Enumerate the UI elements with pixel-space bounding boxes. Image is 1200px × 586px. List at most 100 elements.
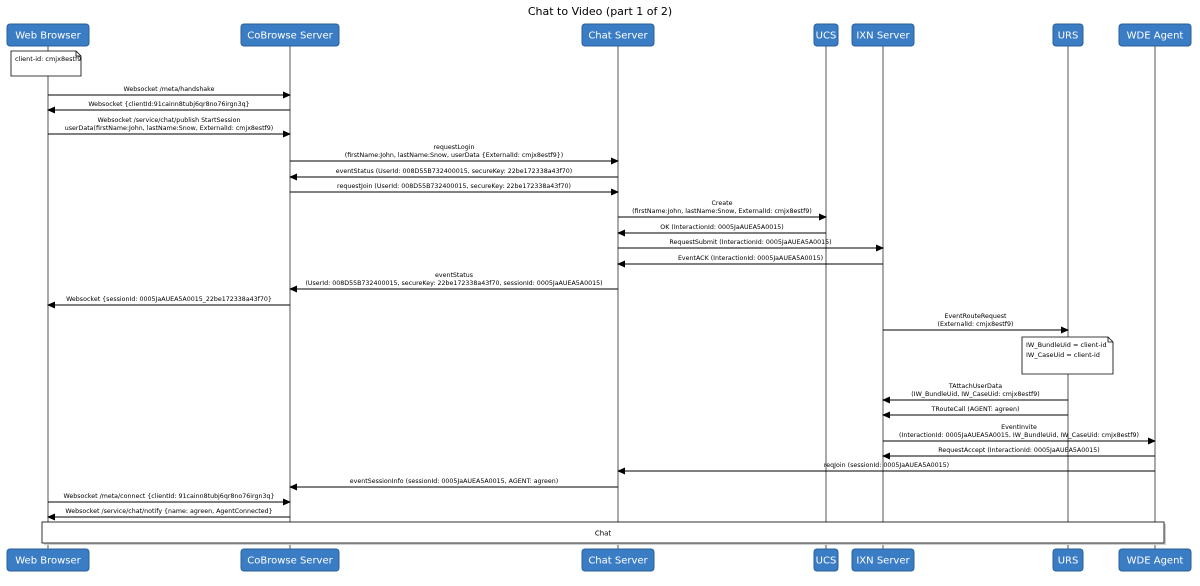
message-label: eventSessionInfo (sessionId: 0005JaAUEA5… [350,478,558,485]
actor-label: Web Browser [15,31,81,42]
message-label: EventACK (InteractionId: 0005JaAUEA5A001… [678,255,823,262]
actor-label: Chat Server [588,31,648,42]
message-wde-to-cs: reqJoin (sessionId: 0005JaAUEA5A0015) [617,462,1155,475]
message-wb-to-cb: Websocket /meta/handshake [48,86,291,99]
actor-box [240,23,340,47]
message-cb-to-cs: requestJoin (UserId: 008D55B732400015, s… [290,183,619,196]
actor-label: UCS [816,31,837,42]
message-label: eventStatus [435,272,473,279]
message-cs-to-ucs: Create(firstName:John, lastName:Snow, Ex… [618,200,827,221]
actor-box [813,548,839,572]
actor-ucs-bottom: UCS [813,548,839,572]
message-label: requestJoin (UserId: 008D55B732400015, s… [337,183,571,190]
actor-label: WDE Agent [1127,556,1184,567]
message-label: (IW_BundleUid, IW_CaseUid: cmjx8estf9) [911,391,1039,398]
diagram-title: Chat to Video (part 1 of 2) [528,5,672,18]
message-label: userData(firstName:John, lastName:Snow, … [65,125,273,132]
message-wb-to-cb: Websocket /meta/connect {clientId: 91cai… [48,493,291,506]
actor-box [6,548,90,572]
message-label: Websocket /service/chat/notify {name: ag… [65,508,272,515]
message-ucs-to-cs: OK (InteractionId: 0005JaAUEA5A0015) [617,224,826,237]
note-box [1021,336,1114,375]
message-label: (firstName:John, lastName:Snow, userData… [345,152,563,159]
actor-box [581,23,655,47]
actor-box [1118,548,1192,572]
chat-frame: Chat [41,521,1166,545]
actor-urs-top: URS [1052,23,1084,47]
message-label: eventStatus (UserId: 008D55B732400015, s… [336,168,573,175]
actor-wde-top: WDE Agent [1118,23,1192,47]
actor-label: WDE Agent [1127,31,1184,42]
note-client-id: client-id: cmjx8estf9 [10,50,82,77]
actor-box [1052,548,1084,572]
actor-ixn-bottom: IXN Server [851,548,915,572]
message-urs-to-ixn: TAttachUserData(IW_BundleUid, IW_CaseUid… [882,383,1068,404]
chat-frame-box [41,521,1165,544]
message-cs-to-cb: eventSessionInfo (sessionId: 0005JaAUEA5… [289,478,618,491]
actor-label: Chat Server [588,556,648,567]
actor-wb-top: Web Browser [6,23,90,47]
note-box [10,50,82,77]
actor-ucs-top: UCS [813,23,839,47]
message-label: (firstName:John, lastName:Snow, External… [632,208,812,215]
actor-label: CoBrowse Server [247,31,333,42]
actor-box [1118,23,1192,47]
note-text: client-id: cmjx8estf9 [15,55,81,63]
actor-box [581,548,655,572]
message-label: Websocket /meta/connect {clientId: 91cai… [63,493,274,500]
message-label: (UserId: 008D55B732400015, secureKey: 22… [305,280,602,287]
actor-box [240,548,340,572]
message-ixn-to-urs: EventRouteRequest(ExternalId: cmjx8estf9… [883,313,1069,334]
note-fold [75,51,81,57]
message-ixn-to-wde: EventInvite(InteractionId: 0005JaAUEA5A0… [883,424,1156,445]
actor-box [813,23,839,47]
message-label: TAttachUserData [948,383,1002,390]
note-text: IW_CaseUid = client-id [1026,351,1100,359]
message-label: TRouteCall (AGENT: agreen) [931,406,1020,413]
actor-cs-top: Chat Server [581,23,655,47]
actor-label: URS [1058,556,1079,567]
actor-box [851,548,915,572]
actor-wde-bottom: WDE Agent [1118,548,1192,572]
message-cs-to-ixn: RequestSubmit (InteractionId: 0005JaAUEA… [618,239,884,252]
message-ixn-to-cs: EventACK (InteractionId: 0005JaAUEA5A001… [617,255,883,268]
actor-ixn-top: IXN Server [851,23,915,47]
actor-cb-top: CoBrowse Server [240,23,340,47]
note-fold [1107,337,1113,343]
message-label: Create [712,200,733,207]
message-label: Websocket /meta/handshake [124,86,215,93]
message-cs-to-cb: eventStatus (UserId: 008D55B732400015, s… [289,168,618,181]
actor-label: URS [1058,31,1079,42]
actor-urs-bottom: URS [1052,548,1084,572]
note-text: IW_BundleUid = client-id [1026,341,1107,349]
actor-label: CoBrowse Server [247,556,333,567]
message-label: EventRouteRequest [945,313,1007,320]
message-label: (InteractionId: 0005JaAUEA5A0015, IW_Bun… [899,432,1139,439]
actor-box [851,23,915,47]
actor-label: IXN Server [856,556,910,567]
actor-label: IXN Server [856,31,910,42]
message-label: Websocket {clientId:91cainn8tubj6qr8no76… [88,101,249,108]
actor-box [6,23,90,47]
message-label: Websocket {sessionId: 0005JaAUEA5A0015_2… [66,296,272,303]
chat-frame-label: Chat [595,530,612,538]
message-label: reqJoin (sessionId: 0005JaAUEA5A0015) [824,462,949,469]
message-label: (ExternalId: cmjx8estf9) [938,321,1014,328]
message-label: requestLogin [434,144,475,151]
message-wde-to-ixn: RequestAccept (InteractionId: 0005JaAUEA… [882,447,1155,460]
message-cs-to-cb: eventStatus(UserId: 008D55B732400015, se… [289,272,618,293]
message-label: RequestSubmit (InteractionId: 0005JaAUEA… [669,239,831,246]
message-cb-to-cs: requestLogin(firstName:John, lastName:Sn… [290,144,619,165]
actor-label: UCS [816,556,837,567]
actor-box [1052,23,1084,47]
message-urs-to-ixn: TRouteCall (AGENT: agreen) [882,406,1068,419]
message-label: Websocket /service/chat/publish StartSes… [98,117,241,124]
actor-cb-bottom: CoBrowse Server [240,548,340,572]
actor-wb-bottom: Web Browser [6,548,90,572]
message-cb-to-wb: Websocket {clientId:91cainn8tubj6qr8no76… [47,101,290,114]
message-label: RequestAccept (InteractionId: 0005JaAUEA… [938,447,1099,454]
message-wb-to-cb: Websocket /service/chat/publish StartSes… [48,117,291,138]
message-label: EventInvite [1001,424,1037,431]
